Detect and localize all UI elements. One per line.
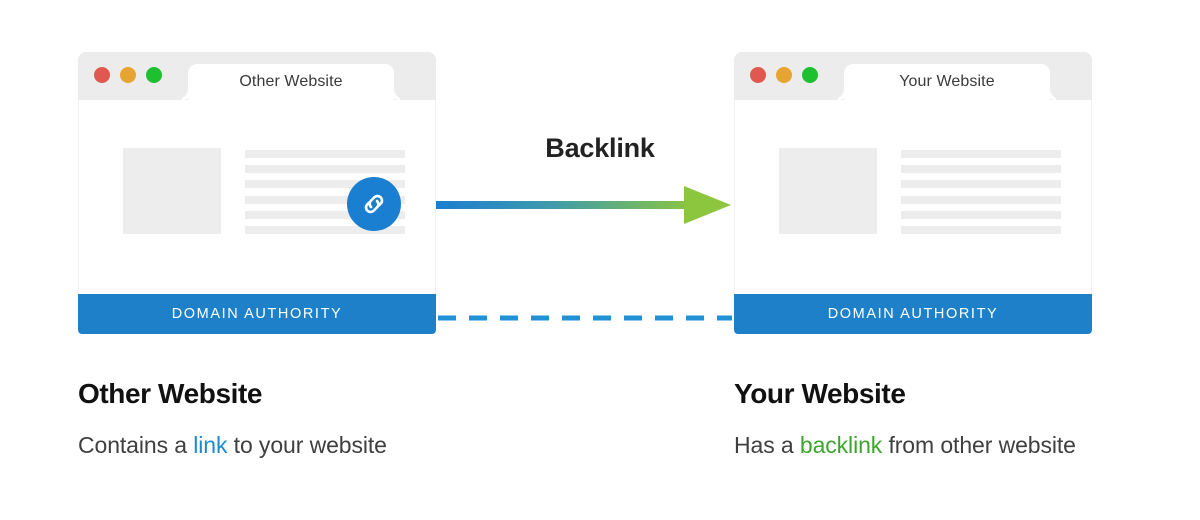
image-placeholder [779, 148, 877, 234]
caption-highlight-link[interactable]: link [193, 432, 228, 458]
backlink-label: Backlink [545, 133, 655, 163]
text-line [901, 225, 1061, 234]
text-line [245, 195, 405, 204]
maximize-dot-icon[interactable] [146, 67, 162, 83]
text-line [245, 225, 405, 234]
traffic-light-dots [750, 67, 818, 83]
caption-text: Has a backlink from other website [734, 432, 1076, 459]
dashed-line-icon [438, 315, 732, 321]
caption-text-before: Has a [734, 432, 800, 458]
text-line [901, 195, 1061, 204]
text-line [245, 180, 405, 189]
image-placeholder [123, 148, 221, 234]
browser-chrome-bar: Other Website [78, 52, 436, 100]
text-line-placeholders [901, 148, 1061, 234]
maximize-dot-icon[interactable] [802, 67, 818, 83]
browser-tab-title: Your Website [899, 73, 995, 90]
text-line-placeholders [245, 148, 405, 234]
link-badge[interactable] [347, 177, 401, 231]
browser-tab-your-website[interactable]: Your Website [844, 64, 1050, 100]
minimize-dot-icon[interactable] [120, 67, 136, 83]
text-line [901, 180, 1061, 189]
text-line [901, 165, 1061, 174]
domain-authority-bar-right: DOMAIN AUTHORITY [734, 294, 1092, 334]
text-line [901, 210, 1061, 219]
close-dot-icon[interactable] [750, 67, 766, 83]
browser-window-your-website: Your Website DOMAIN AUTHORITY [734, 52, 1092, 334]
page-content-placeholder [123, 148, 405, 234]
caption-text-before: Contains a [78, 432, 194, 458]
minimize-dot-icon[interactable] [776, 67, 792, 83]
caption-heading: Your Website [734, 378, 906, 409]
browser-tab-title: Other Website [239, 73, 343, 90]
text-line [245, 150, 405, 158]
text-line [245, 210, 405, 219]
caption-your-website: Your Website Has a backlink from other w… [734, 378, 1076, 459]
caption-text: Contains a link to your website [78, 432, 387, 459]
domain-authority-dashed-link [436, 308, 734, 321]
domain-authority-bar-left: DOMAIN AUTHORITY [78, 294, 436, 334]
backlink-arrow [436, 184, 734, 226]
text-line [901, 150, 1061, 158]
browser-tab-other-website[interactable]: Other Website [188, 64, 394, 100]
text-line [245, 165, 405, 174]
caption-heading: Other Website [78, 378, 263, 409]
backlink-arrow-icon [436, 186, 731, 224]
close-dot-icon[interactable] [94, 67, 110, 83]
chain-link-icon [364, 194, 384, 214]
caption-other-website: Other Website Contains a link to your we… [78, 378, 387, 459]
domain-authority-label: DOMAIN AUTHORITY [827, 306, 999, 322]
browser-viewport [734, 100, 1092, 296]
caption-highlight-backlink[interactable]: backlink [799, 432, 883, 458]
caption-text-after: to your website [227, 432, 387, 458]
browser-chrome-bar: Your Website [734, 52, 1092, 100]
caption-text-after: from other website [882, 432, 1076, 458]
browser-window-other-website: Other Website DOMAIN AUTHORITY [78, 52, 436, 334]
domain-authority-label: DOMAIN AUTHORITY [171, 306, 343, 322]
traffic-light-dots [94, 67, 162, 83]
page-content-placeholder [779, 148, 1061, 234]
